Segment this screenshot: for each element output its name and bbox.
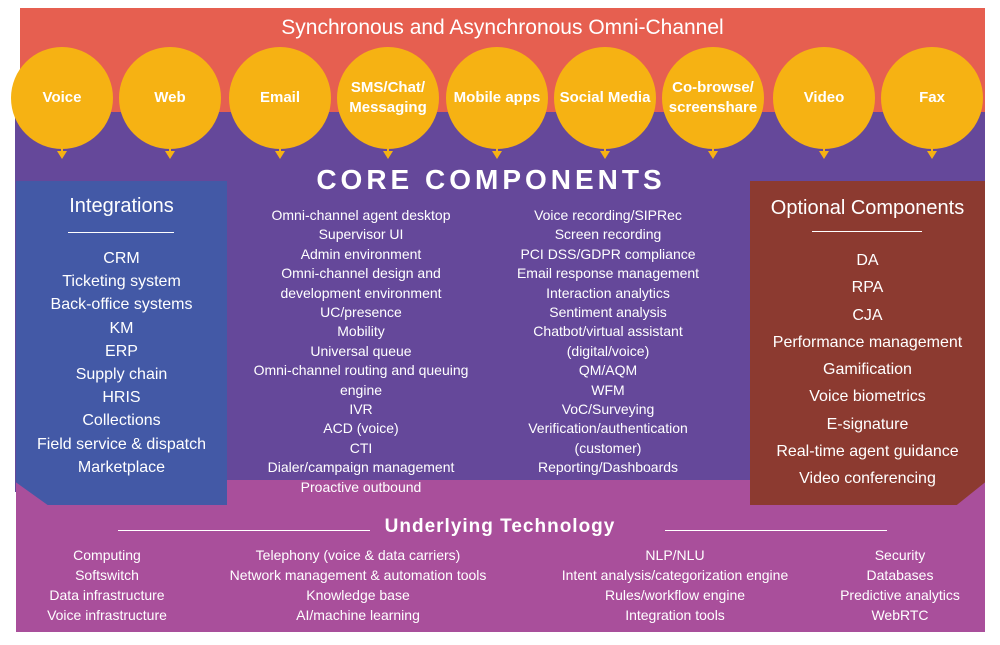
list-item: Chatbot/virtual assistant (digital/voice… bbox=[533, 323, 683, 359]
list-item: Dialer/campaign management bbox=[267, 459, 455, 476]
arrow-down-icon bbox=[927, 145, 937, 159]
channel-circle: Social Media bbox=[554, 47, 656, 149]
underlying-technology-title: Underlying Technology bbox=[384, 516, 616, 537]
list-item: CTI bbox=[349, 439, 373, 456]
list-item: Telephony (voice & data carriers) bbox=[255, 547, 461, 563]
list-item: WebRTC bbox=[871, 607, 929, 623]
list-item: Sentiment analysis bbox=[549, 304, 667, 321]
list-item: Rules/workflow engine bbox=[604, 587, 746, 603]
tech-column: Telephony (voice & data carriers) Network… bbox=[198, 545, 518, 625]
arrow-down-icon bbox=[57, 145, 67, 159]
divider bbox=[665, 530, 887, 531]
list-item: VoC/Surveying bbox=[561, 401, 655, 418]
list-item: CJA bbox=[852, 306, 883, 324]
list-item: WFM bbox=[591, 381, 625, 398]
list-item: E-signature bbox=[826, 415, 909, 433]
list-item: Email response management bbox=[516, 265, 700, 282]
arrow-down-icon bbox=[819, 145, 829, 159]
list-item: Omni-channel agent desktop bbox=[271, 207, 451, 223]
list-item: Voice biometrics bbox=[809, 388, 926, 406]
list-item: Databases bbox=[866, 567, 934, 583]
list-item: Video conferencing bbox=[799, 470, 936, 488]
channel-circle: Mobile apps bbox=[446, 47, 548, 149]
arrow-down-icon bbox=[275, 145, 285, 159]
arrow-down-icon bbox=[383, 145, 393, 159]
list-item: DA bbox=[856, 252, 879, 269]
list-item: Field service & dispatch bbox=[37, 435, 206, 453]
list-item: Universal queue bbox=[310, 342, 412, 359]
channel-circle: Fax bbox=[881, 47, 983, 149]
list-item: ACD (voice) bbox=[323, 420, 399, 437]
list-item: Omni-channel design and development envi… bbox=[280, 265, 442, 301]
list-item: RPA bbox=[851, 279, 884, 297]
arrow-down-icon bbox=[600, 145, 610, 159]
list-item: IVR bbox=[349, 401, 373, 418]
list-item: Marketplace bbox=[77, 458, 166, 476]
list-item: ERP bbox=[105, 342, 138, 360]
list-item: CRM bbox=[103, 250, 140, 267]
list-item: Ticketing system bbox=[62, 273, 181, 291]
list-item: Network management & automation tools bbox=[229, 567, 487, 583]
channel-circle: Co-browse/ screenshare bbox=[662, 47, 764, 149]
list-item: Supply chain bbox=[75, 366, 168, 384]
optional-title: Optional Components bbox=[770, 197, 965, 219]
list-item: Predictive analytics bbox=[840, 587, 960, 603]
underlying-technology-band bbox=[16, 480, 985, 632]
list-item: Mobility bbox=[337, 323, 385, 340]
list-item: Gamification bbox=[823, 361, 912, 379]
arrow-down-icon bbox=[708, 145, 718, 159]
channel-circle: SMS/Chat/ Messaging bbox=[337, 47, 439, 149]
channel-circle: Web bbox=[119, 47, 221, 149]
list-item: UC/presence bbox=[320, 304, 402, 321]
list-item: Real-time agent guidance bbox=[776, 443, 959, 461]
list-item: Verification/authentication (customer) bbox=[528, 420, 688, 456]
list-item: Supervisor UI bbox=[318, 226, 404, 243]
list-item: NLP/NLU bbox=[645, 547, 705, 563]
list-item: Computing bbox=[73, 547, 141, 563]
list-item: Screen recording bbox=[554, 226, 662, 243]
list-item: Proactive outbound bbox=[300, 478, 422, 495]
list-item: Collections bbox=[82, 412, 161, 430]
channel-circle: Video bbox=[773, 47, 875, 149]
list-item: QM/AQM bbox=[578, 362, 638, 379]
list-item: Integration tools bbox=[625, 607, 725, 623]
list-item: Omni-channel routing and queuing engine bbox=[253, 362, 469, 398]
list-item: HRIS bbox=[102, 389, 141, 407]
core-components-title: CORE COMPONENTS bbox=[316, 164, 666, 195]
optional-components-box: Optional Components DA RPA CJA Performance … bbox=[750, 181, 985, 505]
omni-channel-title: Synchronous and Asynchronous Omni-Channe… bbox=[281, 16, 724, 39]
list-item: Data infrastructure bbox=[49, 587, 165, 603]
list-item: AI/machine learning bbox=[296, 607, 420, 623]
list-item: Intent analysis/categorization engine bbox=[561, 567, 789, 583]
list-item: Knowledge base bbox=[306, 587, 410, 603]
divider bbox=[68, 232, 174, 233]
divider bbox=[812, 231, 922, 232]
list-item: Interaction analytics bbox=[546, 284, 670, 301]
list-item: Admin environment bbox=[300, 245, 422, 262]
arrow-down-icon bbox=[165, 145, 175, 159]
channel-circle: Voice bbox=[11, 47, 113, 149]
list-item: Security bbox=[874, 547, 926, 563]
list-item: KM bbox=[109, 319, 134, 337]
list-item: Back-office systems bbox=[50, 296, 193, 314]
arrow-down-icon bbox=[492, 145, 502, 159]
channel-circle: Email bbox=[229, 47, 331, 149]
tech-column: NLP/NLU Intent analysis/categorization en… bbox=[525, 545, 825, 625]
list-item: Performance management bbox=[772, 333, 963, 351]
list-item: Voice recording/SIPRec bbox=[534, 207, 682, 223]
integrations-title: Integrations bbox=[69, 195, 174, 217]
list-item: PCI DSS/GDPR compliance bbox=[520, 245, 696, 262]
list-item: Reporting/Dashboards bbox=[537, 459, 679, 476]
divider bbox=[118, 530, 370, 531]
list-item: Softswitch bbox=[75, 567, 139, 583]
list-item: Voice infrastructure bbox=[47, 607, 167, 623]
